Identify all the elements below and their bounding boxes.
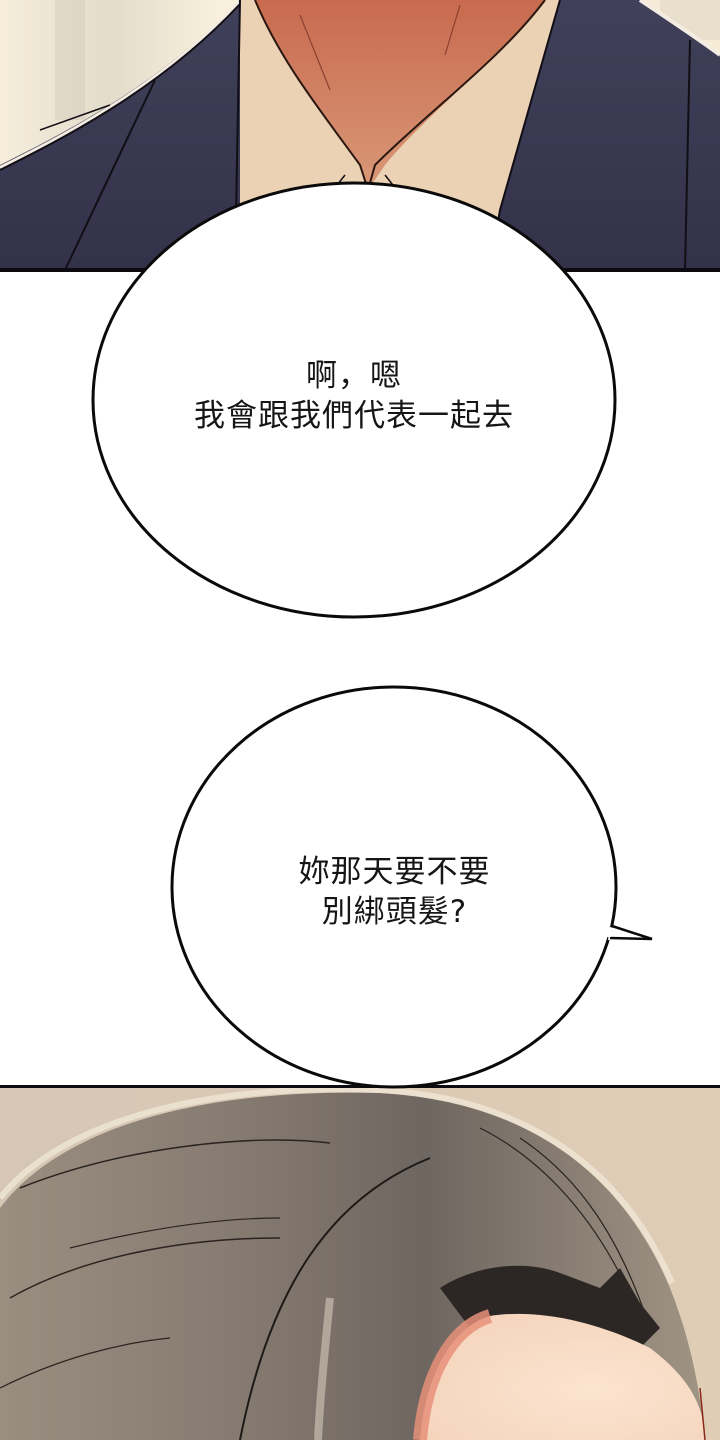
hair-illustration [0, 1088, 720, 1440]
panel-hair-closeup [0, 1088, 720, 1440]
panel-border-top [0, 268, 720, 272]
panel-suit-closeup [0, 0, 720, 270]
suit-illustration [0, 0, 720, 270]
bubble-1-line-1: 啊，嗯 [306, 358, 402, 394]
bubble-2-line-1: 妳那天要不要 [298, 854, 491, 890]
speech-bubble-1-text: 啊，嗯 我會跟我們代表一起去 [93, 356, 615, 436]
bubble-2-line-2: 別綁頭髮? [321, 894, 468, 930]
speech-bubble-2-text: 妳那天要不要 別綁頭髮? [172, 852, 617, 932]
bubble-1-line-2: 我會跟我們代表一起去 [194, 398, 514, 434]
